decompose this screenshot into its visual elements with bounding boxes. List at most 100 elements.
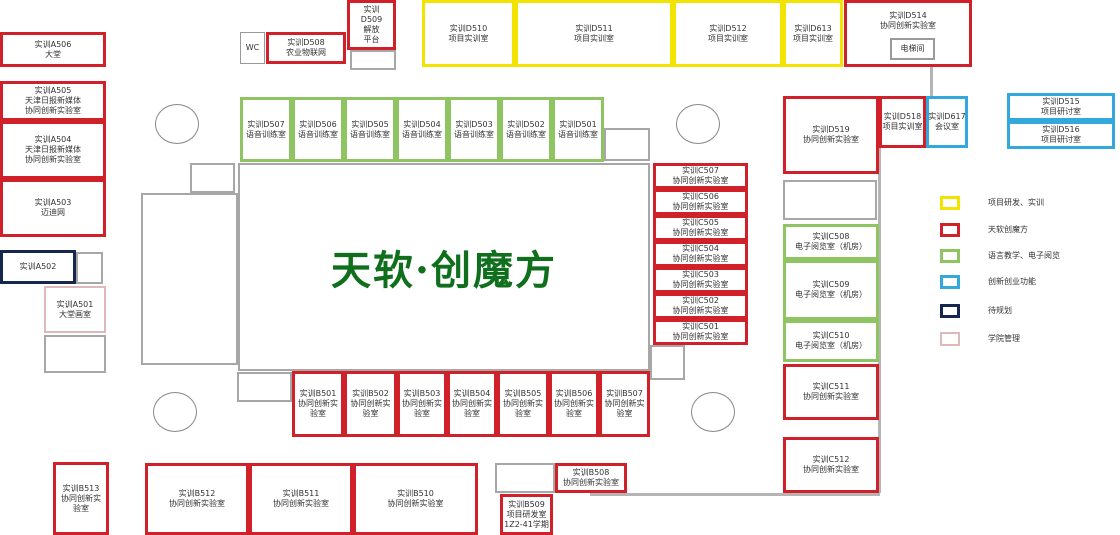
corridor-line — [878, 148, 881, 493]
room-code: 实训D502 — [507, 119, 545, 129]
room-label: 协同创新实验室 — [387, 499, 444, 508]
room-d511: 实训D511 项目实训室 — [515, 0, 673, 67]
stair-block — [350, 50, 396, 70]
room-label: 验室 — [464, 409, 480, 418]
room-code: 实训C506 — [682, 192, 719, 201]
legend-swatch — [940, 275, 960, 289]
room-label: 语音训练室 — [246, 129, 286, 139]
room-code: 实训C504 — [682, 244, 719, 253]
room-d504: 实训D504 语音训练室 — [396, 97, 448, 162]
room-c505: 实训C505 协同创新实验室 — [653, 215, 748, 241]
legend-item: 项目研发、实训 — [940, 196, 1110, 216]
room-label: 语音训练室 — [298, 129, 338, 139]
room-a501: 实训A501 大堂画室 — [44, 286, 106, 333]
central-hall — [238, 163, 650, 371]
room-d512: 实训D512 项目实训室 — [673, 0, 783, 67]
room-d519: 实训D519 协同创新实验室 — [783, 96, 879, 174]
room-code: 实训B513 — [62, 483, 100, 493]
room-code: 实训D516 — [1042, 125, 1080, 134]
room-d516: 实训D516 项目研讨室 — [1007, 121, 1115, 149]
room-d517: 实训D617 会议室 — [926, 96, 968, 148]
room-code: 实训D510 — [449, 23, 488, 33]
room-label: 协同创新实验室 — [25, 155, 81, 164]
room-label: 项目实训室 — [574, 33, 614, 43]
room-label: 协同创新实 — [604, 399, 645, 408]
room-code: 实训D508 — [287, 38, 325, 47]
room-c511: 实训C511 协同创新实验室 — [783, 364, 879, 420]
legend-swatch — [940, 196, 960, 210]
column-circle — [155, 104, 199, 144]
room-label: 协同创新实 — [554, 399, 594, 408]
room-label: 协同创新实验室 — [672, 176, 729, 185]
legend-item: 创新创业功能 — [940, 275, 1110, 295]
room-label: 农业物联网 — [286, 48, 326, 57]
legend-label: 天软创魔方 — [988, 225, 1028, 234]
room-b502: 实训B502 协同创新实 验室 — [344, 371, 397, 437]
room-d506: 实训D506 语音训练室 — [292, 97, 344, 162]
legend-item: 语言教学、电子阅览 — [940, 249, 1110, 269]
room-label: 语音训练室 — [558, 129, 598, 139]
stair-block — [44, 335, 106, 373]
room-code: 实训D617 — [928, 112, 966, 121]
room-a503: 实训A503 迈迪网 — [0, 179, 106, 237]
room-code: 实训D511 — [575, 23, 613, 33]
column-circle — [153, 392, 197, 432]
room-code: 实训D506 — [299, 119, 337, 129]
room-c502: 实训C502 协同创新实验室 — [653, 293, 748, 319]
room-code: 实训C510 — [812, 331, 850, 340]
stair-block — [604, 128, 650, 161]
room-code: 实训B506 — [555, 389, 593, 398]
legend-item: 天软创魔方 — [940, 223, 1110, 243]
elevator-hall: 电梯间 — [890, 38, 935, 60]
legend-label: 语言教学、电子阅览 — [988, 251, 1060, 260]
room-b503: 实训B503 协同创新实 验室 — [397, 371, 447, 437]
room-label: 会议室 — [935, 122, 959, 131]
room-code: WC — [245, 43, 260, 52]
room-code: 实训A502 — [19, 262, 57, 271]
stair-block — [76, 252, 103, 284]
room-label: 验室 — [414, 409, 430, 418]
room-label: 协同创新实验室 — [672, 332, 729, 341]
room-a506: 实训A506 大堂 — [0, 32, 106, 67]
room-c510: 实训C510 电子阅览室（机房） — [783, 320, 879, 362]
room-c507: 实训C507 协同创新实验室 — [653, 163, 748, 189]
stair-block — [650, 345, 685, 380]
room-c503: 实训C503 协同创新实验室 — [653, 267, 748, 293]
room-d510: 实训D510 项目实训室 — [422, 0, 515, 67]
room-code: 实训A503 — [34, 198, 72, 207]
room-label: 大堂 — [45, 49, 61, 59]
legend-label: 项目研发、实训 — [988, 198, 1044, 207]
room-code: 实训B510 — [397, 489, 434, 498]
stair-block — [190, 163, 235, 193]
room-d515: 实训D515 项目研讨室 — [1007, 93, 1115, 121]
room-code: 实训B504 — [453, 389, 491, 398]
room-code: 实训A506 — [34, 39, 72, 49]
room-label: 项目实训室 — [882, 122, 923, 131]
room-code: 实训 — [363, 5, 380, 14]
legend-swatch — [940, 249, 960, 263]
room-d518: 实训D518 项目实训室 — [879, 96, 926, 148]
room-label: 协同创新实验室 — [273, 499, 329, 508]
room-label: 验室 — [616, 409, 633, 418]
room-code: 实训B503 — [403, 389, 441, 398]
column-circle — [691, 392, 735, 432]
room-d501: 实训D501 语音训练室 — [552, 97, 604, 162]
room-label: 天津日报新媒体 — [25, 145, 81, 154]
legend-item: 待规划 — [940, 304, 1110, 324]
room-a502: 实训A502 — [0, 250, 76, 284]
room-c506: 实训C506 协同创新实验室 — [653, 189, 748, 215]
room-code: 实训C508 — [812, 232, 850, 241]
room-code: 实训D507 — [247, 119, 285, 129]
room-label: 协同创新实验室 — [803, 392, 859, 401]
room-code: 实训A505 — [34, 86, 72, 95]
room-code: 实训B512 — [178, 489, 216, 498]
room-b507: 实训B507 协同创新实 验室 — [599, 371, 650, 437]
room-code: 实训B509 — [508, 499, 545, 509]
room-label: 电子阅览室（机房） — [795, 242, 867, 251]
room-code: 实训D514 — [889, 11, 927, 20]
room-code: 实训A501 — [56, 299, 94, 309]
room-label: 协同创新实验室 — [563, 478, 619, 487]
room-label: 协同创新实验室 — [672, 306, 729, 315]
legend-swatch — [940, 223, 960, 237]
room-code: 实训C501 — [682, 322, 719, 331]
